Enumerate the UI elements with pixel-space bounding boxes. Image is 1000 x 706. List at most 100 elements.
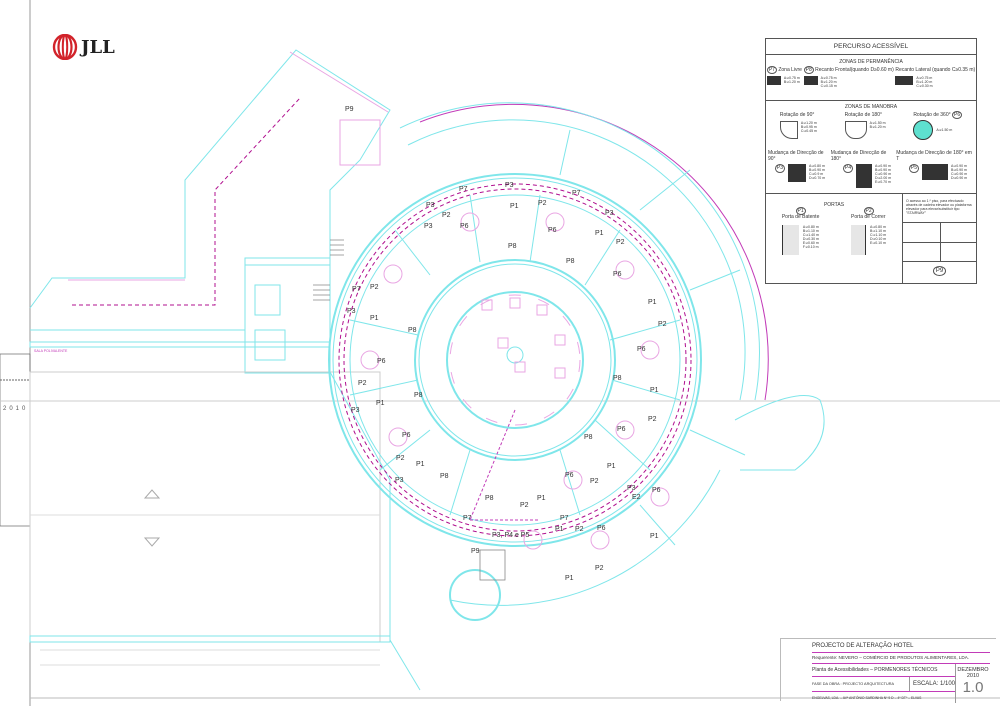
plan-label: P1 bbox=[370, 315, 379, 322]
plan-label: P1 bbox=[607, 463, 616, 470]
plan-label: P6 bbox=[613, 271, 622, 278]
title-block: PROJECTO DE ALTERAÇÃO HOTEL Requerente: … bbox=[812, 641, 990, 703]
plan-label: P7 bbox=[560, 515, 569, 522]
plan-label: P2 bbox=[538, 200, 547, 207]
rotation-360-circle bbox=[913, 120, 934, 140]
legend-manobra: ZONAS DE MANOBRA Rotação de 90°A:≥1.20 m… bbox=[766, 101, 976, 194]
jll-logo-mark-icon bbox=[52, 34, 78, 60]
plan-label: P6 bbox=[460, 223, 469, 230]
plan-label: P3 bbox=[347, 308, 356, 315]
plan-label: P8 bbox=[408, 327, 417, 334]
room-labels: P9 P7 P3 P1 P2 P6 P8 P7 P3 P1 P2 P6 P8 P… bbox=[345, 106, 667, 582]
plan-label: P2 bbox=[595, 565, 604, 572]
requerente: Requerente: NEVERO – COMÉRCIO DE PRODUTO… bbox=[812, 653, 990, 664]
legend-item: P8 Recanto Frontal(quando D≥0.60 m)A:≥0.… bbox=[803, 66, 894, 88]
plan-label: P2 bbox=[396, 455, 405, 462]
legend-item-label: Mudança de Direcção de 180° bbox=[830, 150, 887, 162]
plan-label: P3 bbox=[627, 485, 636, 492]
date: DEZEMBRO 2010 bbox=[957, 667, 989, 679]
section-heading: ZONAS DE PERMANÊNCIA bbox=[839, 59, 903, 65]
project-title: PROJECTO DE ALTERAÇÃO HOTEL bbox=[812, 641, 990, 653]
plan-label: P6 bbox=[617, 426, 626, 433]
side-year: 2010 bbox=[3, 406, 28, 412]
plan-label: P6 bbox=[402, 432, 411, 439]
plan-label: P1 bbox=[376, 400, 385, 407]
legend-title: PERCURSO ACESSÍVEL bbox=[766, 39, 976, 55]
plan-label: P2 bbox=[658, 321, 667, 328]
wing-label: SALA POLIVALENTE bbox=[34, 349, 68, 353]
plan-label: P7 bbox=[463, 515, 472, 522]
plan-label: P2 bbox=[616, 239, 625, 246]
plan-label: E2 bbox=[632, 494, 641, 501]
plan-label: P2 bbox=[648, 416, 657, 423]
plan-label: P8 bbox=[414, 392, 423, 399]
plan-label: P9 bbox=[345, 106, 354, 113]
plan-label: P3, P4 e P5 bbox=[492, 532, 529, 539]
section-heading: PORTAS bbox=[823, 202, 845, 208]
scale: ESCALA: 1/100 bbox=[908, 677, 955, 691]
plan-label: P3 bbox=[426, 202, 435, 209]
plan-label: P7 bbox=[352, 286, 361, 293]
plan-label: P1 bbox=[650, 533, 659, 540]
plan-label: P9 bbox=[471, 548, 480, 555]
plan-label: P1 bbox=[648, 299, 657, 306]
plan-label: P8 bbox=[508, 243, 517, 250]
revision: 1.0 bbox=[962, 679, 984, 696]
plan-label: P3 bbox=[395, 477, 404, 484]
plan-label: P3 bbox=[351, 407, 360, 414]
note-text: O acesso ao 1.º piso, para efectuado atr… bbox=[906, 199, 972, 215]
plan-label: P1 bbox=[510, 203, 519, 210]
plan-label: P7 bbox=[459, 186, 468, 193]
plan-label: P2 bbox=[520, 502, 529, 509]
plan-label: P1 bbox=[565, 575, 574, 582]
plan-label: P1 bbox=[537, 495, 546, 502]
legend-item-label: Mudança de Direcção de 90° bbox=[768, 150, 824, 162]
legend-note: O acesso ao 1.º piso, para efectuado atr… bbox=[903, 194, 976, 284]
phase: FASE DA OBRA : PROJECTO ARQUITECTURA bbox=[812, 682, 895, 686]
jll-logo: JLL bbox=[52, 34, 115, 60]
title-block-frame bbox=[780, 638, 996, 701]
accessibility-legend: PERCURSO ACESSÍVEL ZONAS DE PERMANÊNCIA … bbox=[765, 38, 977, 284]
drawing-title: Planta de Acessibilidades – PORMENORES T… bbox=[812, 664, 955, 677]
lower-left-area bbox=[29, 371, 421, 691]
plan-label: P3 bbox=[424, 223, 433, 230]
circular-building bbox=[328, 102, 825, 621]
plan-label: P8 bbox=[566, 258, 575, 265]
plan-label: P2 bbox=[358, 380, 367, 387]
legend-item-label: Mudança de Direcção de 180° em T bbox=[896, 150, 972, 162]
plan-label: P1 bbox=[650, 387, 659, 394]
p9-marker: P9 bbox=[932, 266, 947, 276]
plan-label: P6 bbox=[637, 346, 646, 353]
left-wing: SALA POLIVALENTE bbox=[29, 49, 391, 374]
plan-label: P2 bbox=[442, 212, 451, 219]
firm-address: ENGELVAS, LDA. – AVª ANTÓNIO SARDINHA Nº… bbox=[812, 696, 922, 700]
plan-label: P1 bbox=[555, 526, 564, 533]
plan-label: P3 bbox=[605, 210, 614, 217]
plan-label: P6 bbox=[597, 525, 606, 532]
plan-label: P1 bbox=[595, 230, 604, 237]
plan-label: P1 bbox=[416, 461, 425, 468]
plan-label: P8 bbox=[613, 375, 622, 382]
plan-label: P8 bbox=[584, 434, 593, 441]
legend-item: Recanto Lateral (quando C≥0.35 m)A:≥0.75… bbox=[895, 67, 976, 88]
plan-label: P6 bbox=[565, 472, 574, 479]
plan-label: P2 bbox=[370, 284, 379, 291]
plan-label: P3 bbox=[505, 182, 514, 189]
logo-text: JLL bbox=[81, 36, 115, 58]
plan-label: P7 bbox=[572, 190, 581, 197]
plan-label: P6 bbox=[652, 487, 661, 494]
plan-label: P8 bbox=[440, 473, 449, 480]
plan-label: P6 bbox=[548, 227, 557, 234]
